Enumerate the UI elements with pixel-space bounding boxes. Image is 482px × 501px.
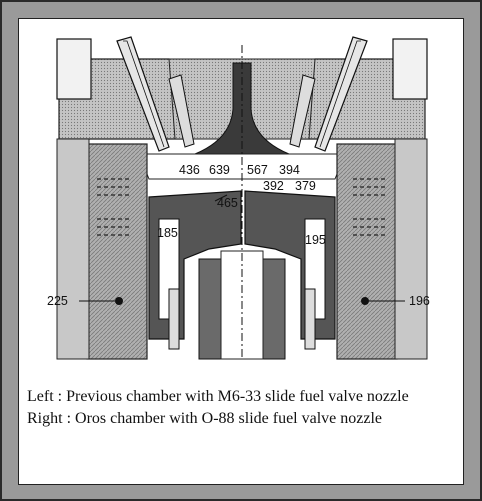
- piston-rod-right: [262, 258, 286, 360]
- label-185: 185: [157, 226, 178, 240]
- leader-465: [214, 194, 228, 202]
- label-196: 196: [409, 294, 430, 308]
- starting-valve-left: [168, 74, 195, 148]
- jacket-left: [56, 138, 90, 360]
- caption-right: Right : Oros chamber with O-88 slide fue…: [27, 409, 457, 428]
- fuel-valve-left: [116, 36, 170, 152]
- label-465: 465: [217, 196, 238, 210]
- fuel-block-right: [392, 38, 428, 100]
- label-639: 639: [209, 163, 230, 177]
- measure-point-196: [361, 297, 369, 305]
- caption-right-key: Right :: [27, 410, 76, 427]
- starting-valve-right: [289, 74, 316, 148]
- jacket-right: [394, 138, 428, 360]
- caption-left: Left : Previous chamber with M6-33 slide…: [27, 387, 457, 406]
- caption-left-key: Left :: [27, 388, 67, 405]
- cylinder-liner-left: [86, 143, 148, 360]
- cooling-bores-left: [97, 178, 131, 236]
- label-195: 195: [305, 233, 326, 247]
- combustion-chamber-cross-section: 436 639 567 394 392 379 465 185 195 225 …: [47, 36, 430, 360]
- cooling-bores-right: [353, 178, 387, 236]
- label-394: 394: [279, 163, 300, 177]
- label-379: 379: [295, 179, 316, 193]
- bolt-left: [168, 288, 180, 350]
- figure-caption: Left : Previous chamber with M6-33 slide…: [27, 387, 457, 428]
- bolt-right: [304, 288, 316, 350]
- cylinder-liner-right: [336, 143, 398, 360]
- label-392: 392: [263, 179, 284, 193]
- label-225: 225: [47, 294, 68, 308]
- fuel-block-left: [56, 38, 92, 100]
- fuel-valve-right: [314, 36, 368, 152]
- label-436: 436: [179, 163, 200, 177]
- caption-left-text: Previous chamber with M6-33 slide fuel v…: [66, 388, 409, 405]
- label-567: 567: [247, 163, 268, 177]
- caption-right-text: Oros chamber with O-88 slide fuel valve …: [75, 410, 383, 427]
- measure-point-225: [115, 297, 123, 305]
- figure-panel: 436 639 567 394 392 379 465 185 195 225 …: [18, 18, 464, 485]
- piston-rod-left: [198, 258, 222, 360]
